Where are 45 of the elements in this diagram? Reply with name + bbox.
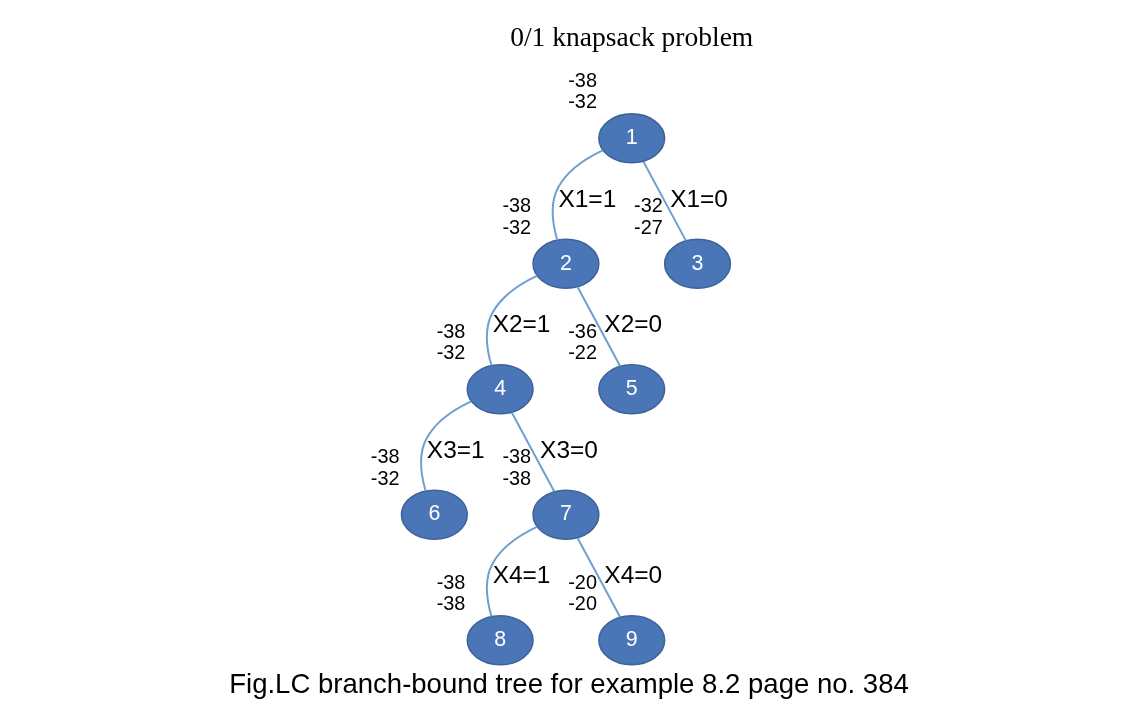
- node-label: -38: [568, 68, 597, 91]
- edge-label: X1=0: [670, 184, 728, 212]
- node-label: -38: [502, 445, 532, 468]
- node-label: -38: [436, 319, 466, 342]
- node-ellipse: 3: [663, 238, 732, 290]
- edge-label: X3=0: [540, 435, 598, 463]
- node-label: -38: [436, 570, 466, 593]
- node-label: -20: [568, 592, 597, 615]
- edge-label: X3=1: [426, 435, 485, 463]
- edge-label: X2=1: [492, 310, 551, 338]
- node-label: -38: [502, 466, 532, 489]
- node-label: -38: [502, 194, 532, 217]
- node-ellipse: 8: [466, 615, 534, 666]
- connector: [485, 525, 538, 618]
- node-label: -32: [568, 90, 597, 113]
- edge-label: X4=0: [604, 561, 663, 589]
- edge-label: X2=0: [604, 310, 663, 338]
- connector: [551, 149, 604, 241]
- node-label: -22: [568, 341, 597, 364]
- connector: [642, 160, 687, 242]
- connector: [510, 411, 556, 493]
- node-ellipse: 4: [466, 364, 534, 415]
- diagram-title: 0/1 knapsack problem: [510, 20, 754, 52]
- node-label: -32: [370, 466, 400, 489]
- connector: [576, 537, 622, 619]
- node-label: -36: [568, 319, 597, 342]
- node-label: -27: [634, 215, 663, 238]
- node-ellipse: 2: [532, 238, 600, 290]
- node-ellipse: 7: [532, 489, 600, 541]
- node-label: -32: [634, 194, 663, 217]
- node-label: -20: [568, 570, 597, 593]
- node-ellipse: 1: [598, 113, 666, 164]
- node-ellipse: 5: [598, 364, 666, 415]
- caption: Fig.LC branch-bound tree for example 8.2 page no. 384: [229, 667, 909, 699]
- edge-label: X1=1: [558, 184, 617, 212]
- connector: [576, 286, 622, 368]
- connector: [485, 274, 538, 367]
- node-ellipse: 6: [400, 489, 468, 541]
- edge-label: X4=1: [492, 561, 551, 589]
- node-label: -32: [436, 341, 466, 364]
- node-label: -38: [436, 592, 466, 615]
- node-label: -38: [370, 445, 400, 468]
- node-label: -32: [502, 215, 532, 238]
- connector: [420, 400, 473, 492]
- node-ellipse: 9: [598, 615, 666, 666]
